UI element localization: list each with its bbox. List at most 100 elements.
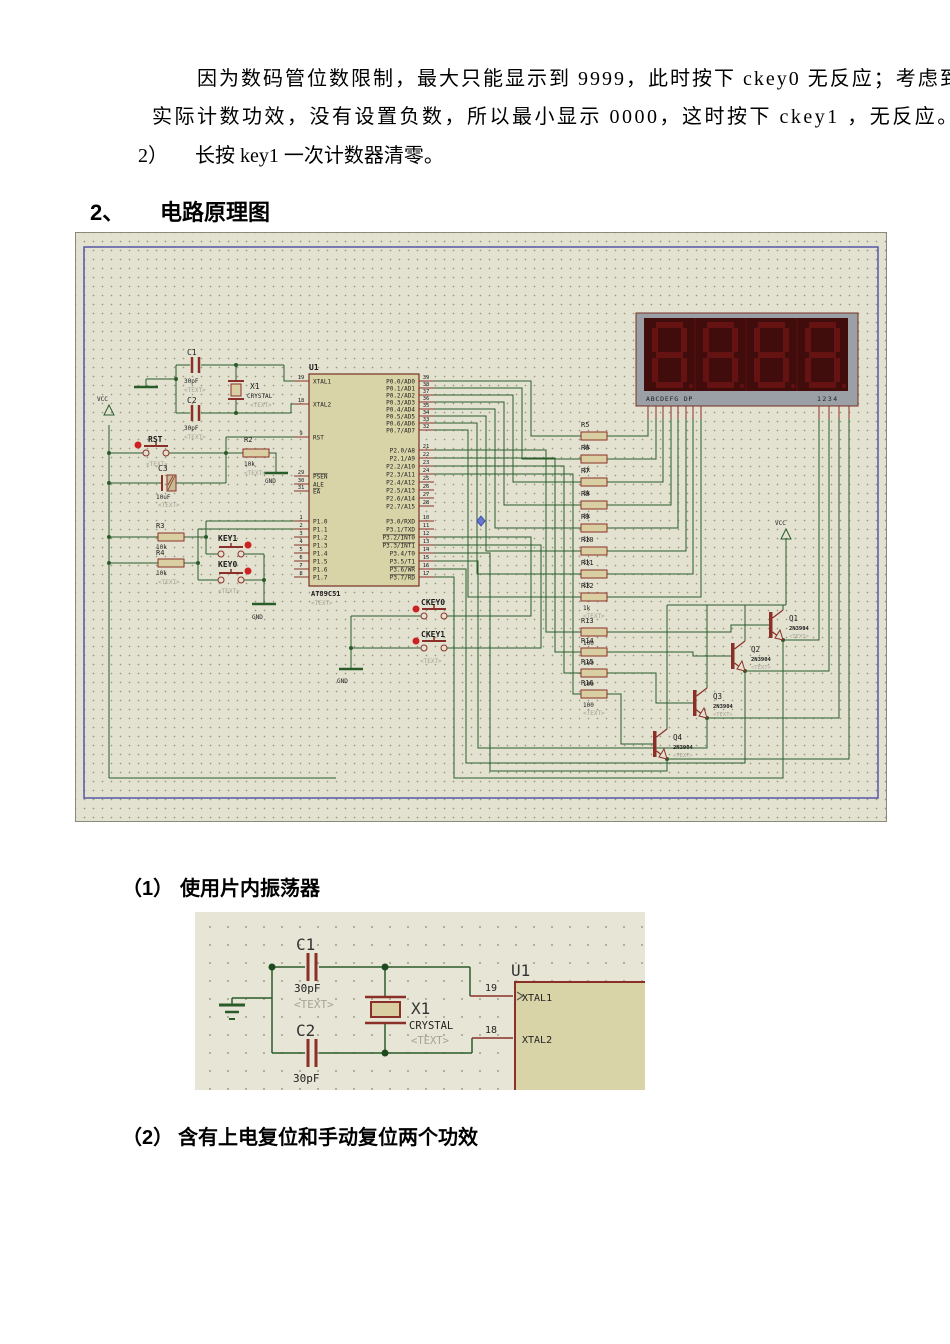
wire — [434, 408, 581, 529]
junction-dot — [174, 377, 178, 381]
segment-g — [656, 352, 683, 358]
capacitor-C1-ref: C1 — [296, 935, 315, 954]
transistor-part: 2N3904 — [673, 745, 694, 751]
resistor-ref: R10 — [581, 536, 594, 544]
pin-number: 10 — [423, 515, 430, 521]
button-actuator-dot — [134, 441, 142, 449]
mcu-chip-body — [308, 373, 420, 587]
wire — [434, 415, 581, 552]
pin-name: P2.0/A8 — [390, 448, 416, 455]
heading-2-number: 2、 — [90, 200, 125, 225]
segment-dp — [740, 384, 744, 388]
pin-name: P0.0/AD0 — [386, 379, 415, 386]
pin-number: 2 — [299, 523, 302, 529]
resistor-R15 — [580, 668, 608, 678]
capacitor-hatch — [167, 475, 174, 486]
segment-b — [681, 328, 687, 352]
pin-number: 23 — [423, 460, 430, 466]
button-actuator-dot — [244, 567, 252, 575]
transistor-part: 2N3904 — [713, 704, 734, 710]
wire — [434, 401, 581, 506]
segment-d — [758, 382, 785, 388]
segment-d — [656, 382, 683, 388]
segment-f — [805, 328, 811, 352]
wire — [606, 419, 694, 575]
segment-c — [783, 358, 789, 382]
collector-lead — [772, 609, 784, 619]
pin-number: 18 — [485, 1025, 497, 1036]
pin-number: 36 — [423, 396, 430, 402]
sub-heading-2-number: （2） — [122, 1127, 174, 1149]
junction-dot — [381, 963, 389, 971]
gnd-label: GND — [265, 478, 276, 485]
wire — [434, 576, 784, 779]
pin-number: 35 — [423, 403, 430, 409]
resistor-R3-ref: R3 — [156, 522, 164, 530]
junction-dot — [349, 646, 353, 650]
segment-c — [834, 358, 840, 382]
vcc-label: VCC — [97, 396, 108, 403]
segment-b — [834, 328, 840, 352]
resistor-value: 1k — [583, 582, 591, 589]
junction-dot — [107, 535, 111, 539]
segment-e — [652, 358, 658, 382]
resistor-R5 — [580, 431, 608, 441]
ckey0-button-label: CKEY0 — [421, 598, 445, 607]
transistor-bar — [769, 612, 773, 638]
transistor-ref: Q2 — [751, 645, 760, 654]
resistor-ref: R9 — [581, 513, 589, 521]
segment-b — [783, 328, 789, 352]
resistor-placeholder: <TEXT> — [583, 613, 605, 620]
wire — [434, 429, 581, 598]
pin-number: 39 — [423, 375, 430, 381]
pin-name: P2.7/A15 — [386, 504, 415, 511]
heading-2-title: 电路原理图 — [160, 200, 271, 225]
junction-dot — [204, 535, 208, 539]
pin-number: 34 — [423, 410, 430, 416]
pin-name: P3.4/T0 — [390, 551, 416, 558]
pin-name: P0.2/AD2 — [386, 393, 415, 400]
capacitor-C2-ref: C2 — [187, 396, 197, 405]
transistor-part: 2N3904 — [789, 626, 810, 632]
pin-name: ALE — [313, 482, 324, 489]
resistor-value: 100 — [583, 660, 594, 667]
pin-arrow-icon — [516, 991, 525, 1001]
transistor-placeholder: <TEXT> — [713, 712, 734, 718]
resistor-ref: R14 — [581, 637, 594, 645]
segment-dp — [689, 384, 693, 388]
segment-e — [754, 358, 760, 382]
resistor-R2-placeholder: <TEXT> — [244, 470, 266, 477]
resistor-ref: R8 — [581, 490, 589, 498]
segment-f — [703, 328, 709, 352]
pin-name: XTAL1 — [313, 379, 331, 386]
capacitor-hatch — [167, 475, 176, 491]
pin-name: P1.1 — [313, 527, 328, 534]
capacitor-C1-value: 30pF — [184, 378, 199, 385]
resistor-R4-value: 10k — [156, 570, 167, 577]
ckey1-button — [420, 644, 428, 652]
capacitor-C2-placeholder: <TEXT> — [184, 434, 206, 441]
pin-number: 25 — [423, 476, 430, 482]
junction-dot — [224, 451, 228, 455]
key1-button-label: KEY1 — [218, 534, 237, 543]
transistor-placeholder: <TEXT> — [673, 753, 694, 759]
key1-button — [237, 550, 245, 558]
crystal-X1-ref: X1 — [250, 382, 260, 391]
junction-dot — [107, 481, 111, 485]
ckey0-button — [440, 612, 448, 620]
wire — [434, 568, 746, 764]
pin-name: RST — [313, 435, 324, 442]
pin-number: 19 — [485, 983, 497, 994]
crystal-X1-placeholder: <TEXT> — [411, 1035, 449, 1047]
pin-number: 38 — [423, 382, 430, 388]
paragraph-line-2: 实际计数功效，没有设置负数，所以最小显示 0000，这时按下 ckey1 ，无反… — [152, 106, 950, 128]
wire — [707, 419, 840, 719]
pin-name: P0.1/AD1 — [386, 386, 415, 393]
list-item-2: 2）长按 key1 一次计数器清零。 — [138, 139, 444, 168]
pin-number: 3 — [299, 531, 302, 537]
capacitor-C3-ref: C3 — [158, 464, 168, 473]
resistor-R2-ref: R2 — [244, 436, 252, 444]
pin-number: 7 — [299, 563, 302, 569]
pin-name: P1.7 — [313, 575, 328, 582]
